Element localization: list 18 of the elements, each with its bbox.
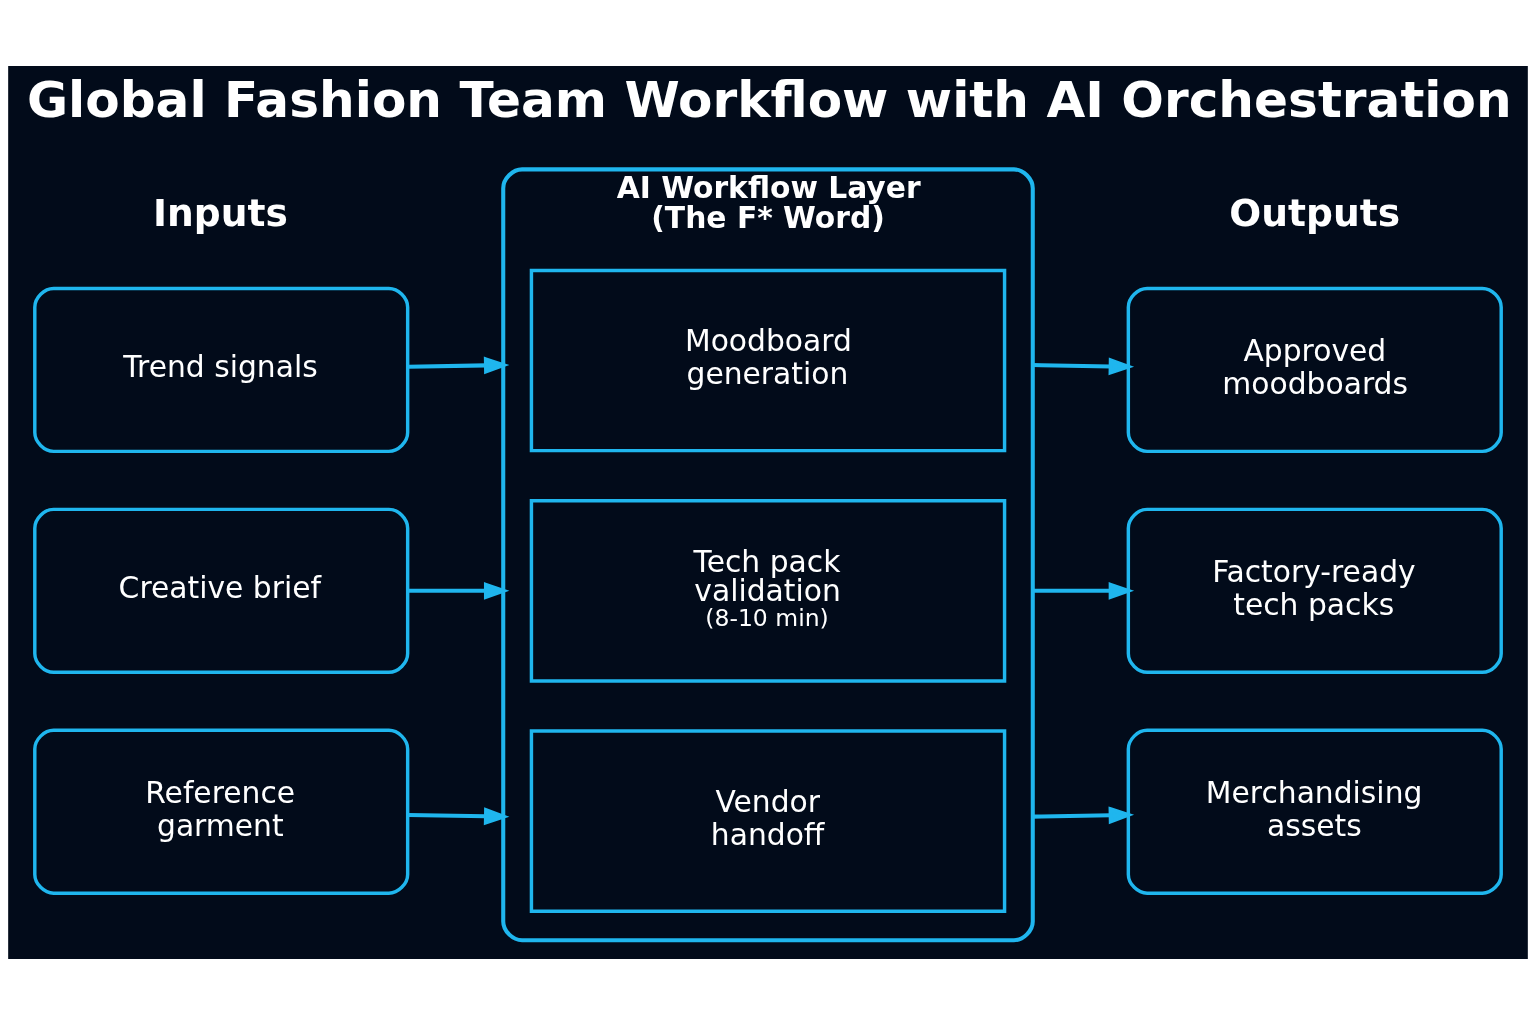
label: Inputs — [153, 190, 288, 235]
node-box: Reference garment — [33, 728, 410, 895]
node-box: Merchandising assets — [1126, 728, 1503, 895]
arrow — [408, 356, 510, 374]
node-box: Vendor handoff — [529, 728, 1007, 913]
diagram-title: Global Fashion Team Workflow with AI Orchestration — [26, 69, 1512, 129]
node-box: Creative brief — [33, 507, 410, 674]
node-box: Tech pack validation (8-10 min) — [529, 498, 1007, 683]
arrow — [408, 581, 510, 600]
label: Outputs — [1229, 190, 1401, 235]
node-box: Moodboard generation — [529, 268, 1007, 452]
arrow — [1032, 357, 1135, 375]
arrow — [1032, 805, 1135, 824]
node-box: Trend signals — [33, 286, 410, 453]
node-box: Factory-ready tech packs — [1126, 507, 1503, 674]
node-box: Approved moodboards — [1126, 286, 1503, 453]
arrow — [408, 806, 510, 825]
arrow — [1032, 581, 1135, 600]
